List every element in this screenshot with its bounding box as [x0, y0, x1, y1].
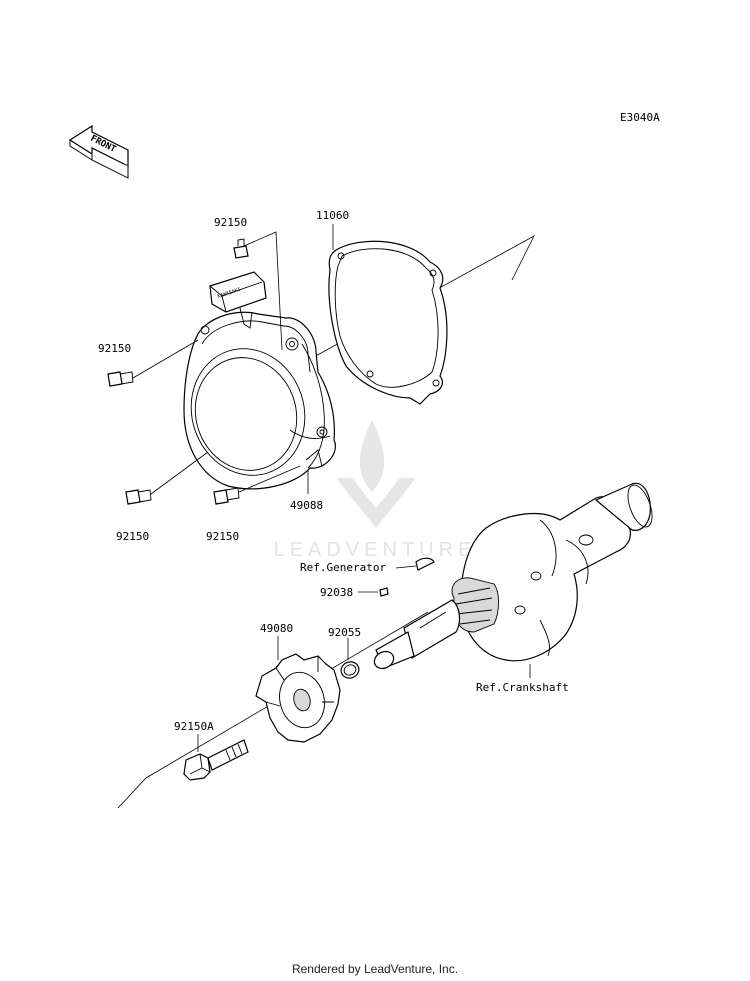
crankshaft-part — [373, 482, 653, 670]
recoil-cover-part — [183, 311, 336, 490]
callout-flange-bolt: 92150A — [174, 720, 214, 733]
callout-bolt-top: 92150 — [214, 216, 247, 229]
footer: Rendered by LeadVenture, Inc. — [291, 962, 459, 976]
callout-bolt-left: 92150 — [98, 342, 131, 355]
key-part — [379, 587, 389, 597]
callout-oring: 92055 — [328, 626, 361, 639]
callout-pulley: 49080 — [260, 622, 293, 635]
flange-bolt-part — [183, 739, 249, 781]
starter-pulley-part — [255, 653, 341, 743]
leader-generator — [395, 565, 417, 569]
callout-cover: 49088 — [290, 499, 323, 512]
starter-handle-part: KAWASAKI — [209, 271, 267, 329]
ref-generator: Ref.Generator — [300, 561, 386, 574]
callout-gasket: 11060 — [316, 209, 349, 222]
callout-bolt-bottom-left: 92150 — [116, 530, 149, 543]
watermark-text: LEADVENTURE — [274, 539, 477, 561]
callout-key: 92038 — [320, 586, 353, 599]
ref-crankshaft: Ref.Crankshaft — [476, 681, 569, 694]
bolt-bottom-mid-part — [213, 487, 240, 505]
axis-line-bottom — [117, 611, 429, 809]
bolt-top-part — [233, 238, 249, 259]
front-arrow-icon: FRONT — [68, 124, 129, 179]
leader-bolt-bottom-left — [150, 451, 209, 495]
leader-bolt-top — [243, 231, 283, 351]
gasket-part — [328, 240, 448, 405]
watermark: LEADVENTURE — [274, 420, 477, 561]
leader-bolt-left — [132, 339, 199, 379]
diagram-code: E3040A — [620, 111, 660, 124]
callout-bolt-bottom-mid: 92150 — [206, 530, 239, 543]
leader-bolt-bottom-mid — [238, 465, 301, 493]
generator-key-part — [415, 557, 435, 571]
bolt-left-part — [107, 371, 134, 387]
bolt-bottom-left-part — [125, 489, 152, 505]
